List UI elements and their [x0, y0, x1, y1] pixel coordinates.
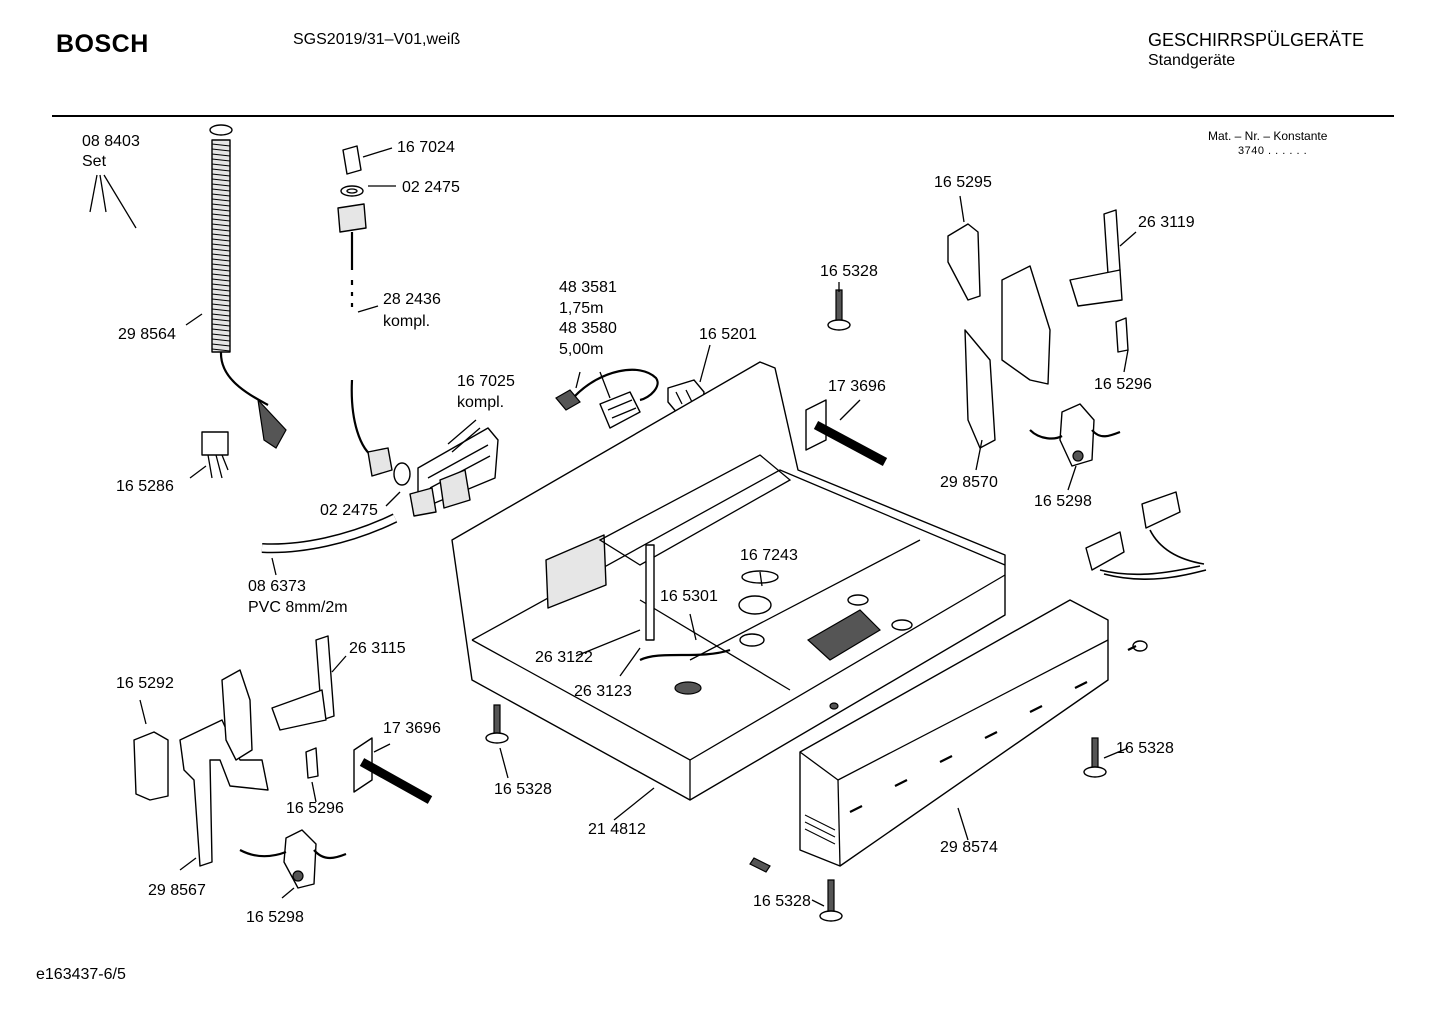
leader-lines [89, 147, 1137, 907]
part-label-165328-mid: 16 5328 [494, 781, 552, 798]
plinth-panel-drawing [799, 599, 1109, 867]
pvc-hose-drawing [261, 513, 398, 554]
appliance-subcategory: Standgeräte [1148, 52, 1236, 69]
mains-cable-drawing [555, 368, 659, 429]
part-label-167024: 16 7024 [397, 139, 455, 156]
part-label-263115: 26 3115 [349, 640, 406, 657]
drawing-id: e163437-6/5 [36, 966, 126, 983]
part-label-165295: 16 5295 [934, 174, 992, 191]
right-bracket-drawings [947, 209, 1129, 467]
wiring-harness-drawing [1085, 491, 1207, 580]
part-label-022475-top: 02 2475 [402, 179, 460, 196]
part-label-165298-right: 16 5298 [1034, 493, 1092, 510]
model-number: SGS2019/31–V01,weiß [293, 31, 461, 48]
part-label-173696-top: 17 3696 [828, 378, 886, 395]
part-label-165286: 16 5286 [116, 478, 174, 495]
part-label-022475-bottom: 02 2475 [320, 502, 378, 519]
spring-drawings [353, 399, 888, 804]
material-number-label: Mat. – Nr. – Konstante [1208, 129, 1328, 143]
part-label-298574: 29 8574 [940, 839, 998, 856]
part-label-165201: 16 5201 [699, 326, 757, 343]
part-label-165328-bottom: 16 5328 [753, 893, 811, 910]
part-label-167243: 16 7243 [740, 547, 798, 564]
inlet-valve-drawing [409, 427, 499, 517]
part-label-263122: 26 3122 [535, 649, 593, 666]
drain-hose-drawing [209, 124, 287, 449]
header-rule [52, 115, 1394, 117]
part-label-263123: 26 3123 [574, 683, 632, 700]
part-label-165296-left: 16 5296 [286, 800, 344, 817]
part-label-165328-top: 16 5328 [820, 263, 878, 280]
hose-clip-drawing [201, 431, 229, 479]
part-label-298564: 29 8564 [118, 326, 176, 343]
inlet-hose-drawing [337, 145, 411, 486]
left-bracket-drawings [133, 635, 347, 889]
material-number-value: 3740 . . . . . . [1238, 145, 1308, 157]
part-label-298570: 29 8570 [940, 474, 998, 491]
part-label-165298-left: 16 5298 [246, 909, 304, 926]
brand-logo: BOSCH [56, 30, 149, 58]
part-label-165292: 16 5292 [116, 675, 174, 692]
part-label-263119: 26 3119 [1138, 214, 1195, 231]
part-label-298567: 29 8567 [148, 882, 206, 899]
screw-drawings [485, 289, 1148, 922]
base-tub-drawing [451, 361, 1006, 801]
part-label-214812: 21 4812 [588, 821, 646, 838]
appliance-category: GESCHIRRSPÜLGERÄTE [1148, 30, 1365, 50]
part-label-165296-right: 16 5296 [1094, 376, 1152, 393]
part-label-173696-left: 17 3696 [383, 720, 441, 737]
part-label-165301: 16 5301 [660, 588, 718, 605]
part-label-165328-right: 16 5328 [1116, 740, 1174, 757]
